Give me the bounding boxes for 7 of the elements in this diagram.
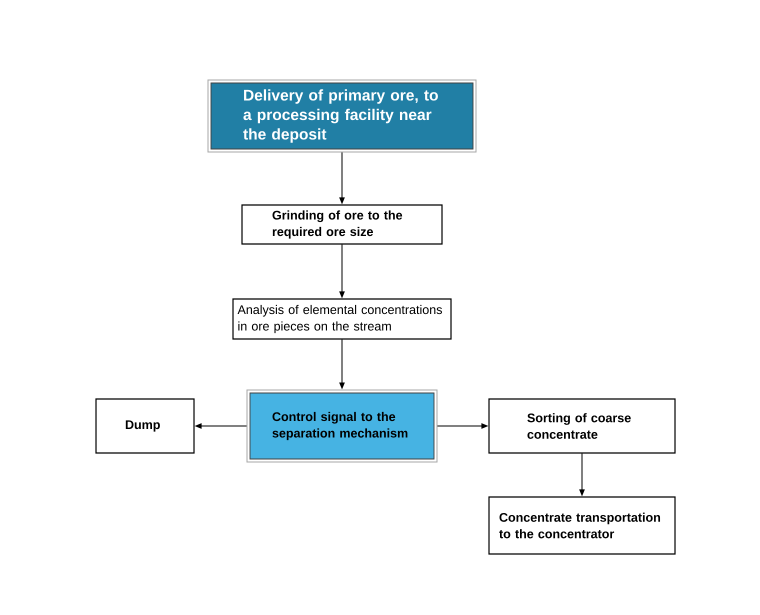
process-box: Dump (95, 398, 195, 454)
process-box: Sorting of coarse concentrate (488, 398, 676, 454)
process-box: Control signal to the separation mechanism (246, 390, 438, 462)
process-box: Grinding of ore to the required ore size (241, 204, 443, 245)
process-box: Analysis of elemental concentrations in ore pieces on the stream (232, 298, 452, 340)
process-box: Concentrate transportation to the concentrator (488, 496, 676, 555)
process-box: Delivery of primary ore, to a processing facility near the deposit (208, 80, 476, 152)
